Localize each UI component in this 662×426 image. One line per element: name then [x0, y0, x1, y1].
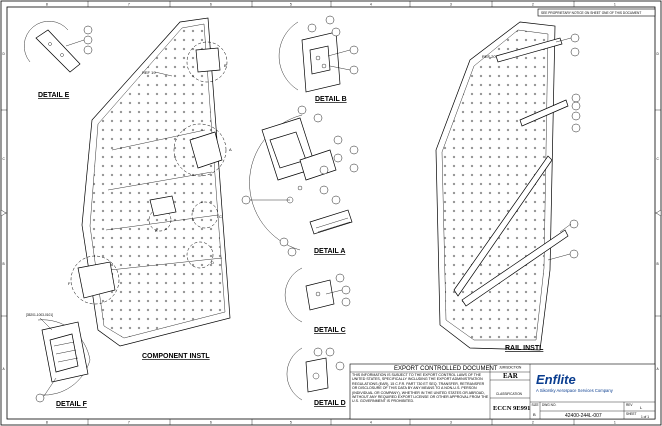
classification-value: ECCN 9E991 — [493, 405, 530, 412]
detail-d-title: DETAIL D — [314, 400, 346, 407]
detail-d-callout-circle — [186, 241, 214, 269]
export-body-wrap: THIS INFORMATION IS SUBJECT TO THE EXPOR… — [352, 373, 489, 404]
dwg-no-label: DWG NO. — [542, 403, 556, 407]
detail-e-title: DETAIL E — [38, 92, 70, 99]
zone-col-2: 2 — [532, 3, 534, 7]
detail-a-view — [241, 105, 359, 257]
zone-col-4: 4 — [370, 3, 372, 7]
zone-col-1-bottom: 1 — [614, 421, 616, 425]
zone-col-8: 8 — [46, 3, 48, 7]
notice-box — [537, 8, 656, 17]
zone-row-a: A — [3, 367, 6, 371]
proprietary-notice: SEE PROPRIETARY NOTICE ON SHEET ONE OF T… — [541, 11, 641, 15]
upper-rail-a — [495, 37, 563, 63]
detail-a-callout-circle — [173, 123, 227, 177]
rev-label: REV — [626, 403, 633, 407]
detail-b-callout-circle — [186, 41, 228, 83]
zone-row-d-right: D — [657, 52, 660, 56]
jurisdiction-value: EAR — [503, 372, 519, 380]
zone-row-b-right: B — [657, 262, 659, 266]
sheet-value: 1 of 1 — [641, 415, 649, 419]
detail-c-title: DETAIL C — [314, 327, 346, 334]
title-block — [349, 363, 656, 420]
zone-col-7-bottom: 7 — [128, 421, 130, 425]
detail-f-callout-circle — [70, 255, 120, 305]
sheet-label: SHEET — [626, 412, 637, 416]
callout-f: F — [68, 281, 71, 286]
callout-e: E — [155, 228, 158, 233]
upper-rail-b — [453, 155, 553, 297]
zone-col-4-bottom: 4 — [370, 421, 372, 425]
dwg-no-value: 42400-244L-007 — [565, 413, 602, 419]
zone-row-labels: D C B A D C B A — [3, 52, 660, 371]
zone-row-c-right: C — [657, 157, 660, 161]
zone-col-3-bottom: 3 — [450, 421, 452, 425]
jurisdiction-label: JURISDICTION — [499, 366, 522, 370]
rail-instl-title: RAIL INSTL — [505, 345, 544, 352]
detail-f-title: DETAIL F — [56, 401, 88, 408]
zone-col-6: 6 — [210, 3, 212, 7]
classification-label: CLASSIFICATION — [496, 392, 523, 396]
size-label: SIZE — [532, 403, 539, 407]
zone-row-b: B — [3, 262, 5, 266]
detail-a-title: DETAIL A — [314, 248, 345, 255]
ref-20-label: REF 20 — [482, 54, 496, 59]
callout-c: C — [219, 214, 222, 219]
company-subtitle: A Sikorsky Aerospace Services Company — [536, 388, 614, 393]
zone-col-3: 3 — [450, 3, 452, 7]
mid-rail — [519, 99, 569, 127]
zone-row-c: C — [3, 157, 6, 161]
zone-row-a-right: A — [657, 367, 660, 371]
zone-col-7: 7 — [128, 3, 130, 7]
rail-panel — [435, 21, 581, 351]
zone-col-1: 1 — [614, 3, 616, 7]
detail-c-view — [284, 267, 351, 323]
zone-row-d: D — [3, 52, 6, 56]
zone-col-2-bottom: 2 — [532, 421, 534, 425]
zone-col-5: 5 — [290, 3, 292, 7]
ref-19-label: REF 19 — [142, 70, 156, 75]
component-panel — [70, 17, 231, 347]
callout-d: D — [211, 260, 214, 265]
callout-b: B — [224, 63, 227, 68]
enflite-logo: Enflite A Sikorsky Aerospace Services Co… — [536, 372, 614, 393]
detail-b-title: DETAIL B — [315, 96, 347, 103]
export-heading: EXPORT CONTROLLED DOCUMENT — [394, 366, 498, 372]
detail-e-view — [23, 20, 93, 73]
export-body: THIS INFORMATION IS SUBJECT TO THE EXPOR… — [352, 373, 489, 404]
company-name: Enflite — [536, 372, 576, 387]
centering-arrows — [0, 209, 662, 217]
zone-col-6-bottom: 6 — [210, 421, 212, 425]
ref-part-number: [35201-1003-0101] — [26, 313, 53, 317]
rev-value: L — [640, 405, 643, 410]
zone-column-labels: 8 7 6 5 4 3 2 1 8 7 6 5 4 3 2 1 — [46, 3, 616, 425]
detail-c-callout-circle — [191, 201, 219, 229]
detail-d-view — [286, 347, 345, 401]
detail-f-view — [35, 317, 91, 403]
lower-rail — [461, 229, 569, 307]
size-value: B — [533, 412, 536, 417]
callout-a: A — [229, 147, 232, 152]
component-instl-title: COMPONENT INSTL — [142, 353, 210, 360]
zone-col-8-bottom: 8 — [46, 421, 48, 425]
zone-col-5-bottom: 5 — [290, 421, 292, 425]
detail-b-view — [278, 15, 359, 93]
